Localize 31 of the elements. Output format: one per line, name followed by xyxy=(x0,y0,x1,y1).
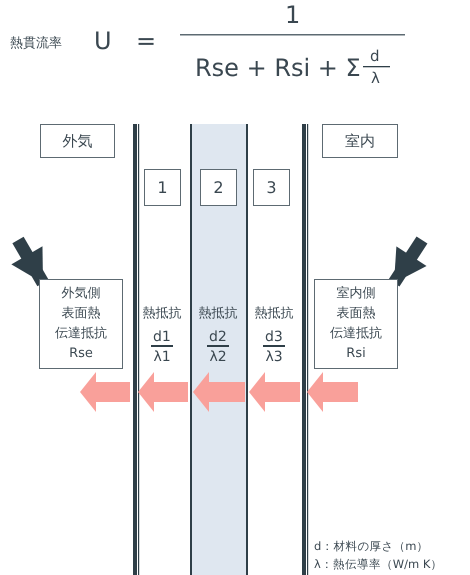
arrow xyxy=(388,236,428,287)
label-box: 室内 xyxy=(322,124,398,158)
note-text: d：材料の厚さ（m） xyxy=(314,540,429,553)
numerator: 1 xyxy=(285,2,300,28)
arrow xyxy=(11,236,49,286)
box-title: 室内側表面熱伝達抵抗 xyxy=(330,285,382,343)
fraction-denominator: λ2 xyxy=(210,350,227,366)
symbol-text: Rsi xyxy=(346,345,366,363)
label-box: 1 xyxy=(144,169,181,206)
box-title: 外気側表面熱伝達抵抗 xyxy=(55,285,107,343)
equals-sign: = xyxy=(136,28,156,54)
layer-label: 熱抵抗 xyxy=(254,307,294,322)
note-text: λ：熱伝導率（W/m K） xyxy=(314,558,442,571)
resistance-box xyxy=(314,279,398,369)
fraction-numerator: d2 xyxy=(207,330,229,348)
denominator: Rse + Rsi + Σ xyxy=(195,55,361,82)
fraction-denominator: λ1 xyxy=(154,350,171,366)
label-box: 3 xyxy=(253,169,290,206)
resistance-box xyxy=(39,279,123,369)
layer-label: 熱抵抗 xyxy=(142,307,182,322)
label-box: 2 xyxy=(200,169,237,206)
fraction-numerator: d3 xyxy=(263,330,285,348)
formula-label: 熱貫流率 xyxy=(10,37,62,52)
numerator: d xyxy=(370,48,380,64)
fraction-numerator: d1 xyxy=(151,330,173,348)
label-box: 外気 xyxy=(40,124,115,158)
symbol-text: Rse xyxy=(69,345,93,363)
symbol-text: U xyxy=(94,28,112,54)
layer-label: 熱抵抗 xyxy=(198,307,238,322)
fraction-denominator: λ3 xyxy=(266,350,283,366)
denominator: λ xyxy=(371,70,380,86)
